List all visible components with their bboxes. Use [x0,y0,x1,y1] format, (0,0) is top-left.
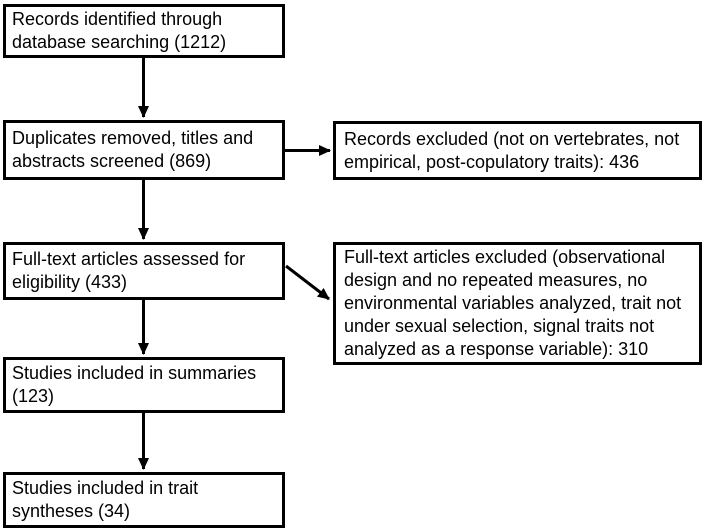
flow-box-fulltext-excluded-label: Full-text articles excluded (observation… [344,247,682,359]
flow-box-records-identified: Records identified through database sear… [3,4,285,58]
flow-box-included-summaries-label: Studies included in summaries (123) [12,363,257,406]
flow-box-fulltext-excluded: Full-text articles excluded (observation… [333,242,702,365]
flow-box-fulltext-assessed: Full-text articles assessed for eligibil… [3,242,285,300]
flow-box-duplicates-removed-label: Duplicates removed, titles and abstracts… [12,128,254,171]
flow-box-fulltext-assessed-label: Full-text articles assessed for eligibil… [12,249,246,292]
flow-box-included-syntheses: Studies included in trait syntheses (34) [3,472,285,528]
flow-box-records-identified-label: Records identified through database sear… [12,9,227,52]
flow-box-included-summaries: Studies included in summaries (123) [3,357,285,413]
diagonal-arrow-eligibility-to-excluded [285,264,330,301]
flow-box-duplicates-removed: Duplicates removed, titles and abstracts… [3,120,285,180]
flow-box-included-syntheses-label: Studies included in trait syntheses (34) [12,478,199,521]
flow-box-records-excluded-label: Records excluded (not on vertebrates, no… [344,128,680,172]
flow-box-records-excluded: Records excluded (not on vertebrates, no… [333,121,702,180]
